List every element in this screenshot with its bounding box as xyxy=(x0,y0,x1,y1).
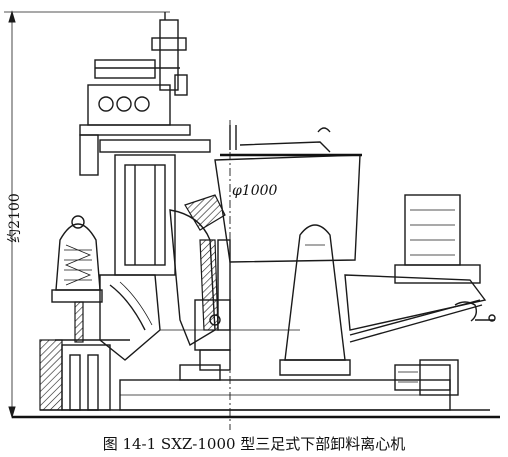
inner-bowl xyxy=(169,194,231,347)
spindle-bearing xyxy=(160,299,300,381)
scraper-drive xyxy=(79,12,211,176)
left-support-foot xyxy=(39,339,130,411)
main-column xyxy=(114,154,176,276)
height-dimension-label: 约2100 xyxy=(7,193,23,243)
left-suspension-column xyxy=(51,215,103,343)
discharge-chute xyxy=(99,274,161,361)
base-frame xyxy=(12,379,500,419)
right-pillar xyxy=(279,224,351,376)
height-dimension-line xyxy=(4,10,170,419)
motor xyxy=(394,194,481,284)
basket-drum xyxy=(214,125,362,263)
brake-assembly xyxy=(394,359,459,396)
figure-caption: 图 14-1 SXZ-1000 型三足式下部卸料离心机 xyxy=(102,435,406,453)
diameter-dimension-label: φ1000 xyxy=(232,183,278,199)
belt-frame xyxy=(344,274,496,343)
centrifuge-drawing xyxy=(4,10,500,430)
